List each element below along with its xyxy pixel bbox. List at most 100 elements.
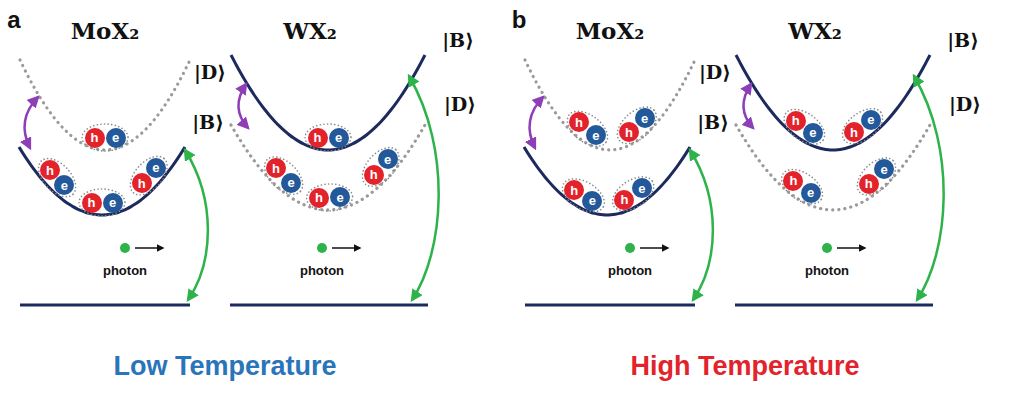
material-name: MoX₂ bbox=[576, 19, 645, 42]
exciton-outline bbox=[123, 150, 174, 202]
bright-exciton-band bbox=[524, 147, 690, 215]
electron-circle: e bbox=[146, 158, 166, 178]
photon-label: photon bbox=[608, 264, 652, 277]
electron-circle: e bbox=[582, 191, 602, 211]
conversion-arrow bbox=[743, 84, 753, 128]
particle-letter: e bbox=[335, 131, 342, 144]
particle-letter: e bbox=[880, 163, 887, 176]
particle-letter: e bbox=[641, 112, 648, 125]
particle-letter: e bbox=[288, 176, 295, 189]
photon-direction-arrow bbox=[135, 247, 163, 249]
photon-dot bbox=[120, 243, 130, 253]
particle-letter: e bbox=[592, 129, 599, 142]
particle-letter: e bbox=[807, 186, 814, 199]
photon-direction-arrow bbox=[332, 247, 360, 249]
material-name: MoX₂ bbox=[71, 19, 140, 42]
hole-circle: h bbox=[564, 180, 584, 200]
conversion-arrow bbox=[238, 84, 248, 128]
ground-state-line bbox=[525, 304, 695, 307]
hole-circle: h bbox=[859, 174, 879, 194]
dark-exciton-band bbox=[525, 60, 695, 150]
particle-letter: h bbox=[575, 116, 583, 129]
photon-direction-arrow bbox=[640, 247, 668, 249]
hole-circle: h bbox=[783, 171, 803, 191]
state-label: |B⟩ bbox=[442, 31, 474, 50]
particle-letter: e bbox=[867, 113, 874, 126]
particle-letter: e bbox=[384, 153, 391, 166]
particle-letter: e bbox=[809, 126, 816, 139]
electron-circle: e bbox=[281, 173, 301, 193]
emission-arrow bbox=[690, 150, 713, 300]
bright-exciton-band bbox=[19, 147, 185, 215]
particle-letter: h bbox=[370, 168, 378, 181]
photon-direction-arrow bbox=[837, 247, 865, 249]
particle-letter: h bbox=[865, 177, 873, 190]
exciton-outline bbox=[836, 102, 889, 151]
particle-letter: h bbox=[314, 131, 322, 144]
particle-letter: h bbox=[91, 131, 99, 144]
state-label: |D⟩ bbox=[444, 95, 476, 114]
panel-letter: a bbox=[7, 8, 20, 32]
particle-letter: e bbox=[589, 194, 596, 207]
particle-letter: h bbox=[46, 164, 54, 177]
state-label: |D⟩ bbox=[949, 95, 981, 114]
photon-label: photon bbox=[300, 264, 344, 277]
ground-state-line bbox=[20, 304, 190, 307]
particle-letter: e bbox=[336, 191, 343, 204]
hole-circle: h bbox=[844, 122, 864, 142]
particle-letter: h bbox=[315, 191, 323, 204]
dark-exciton-band bbox=[20, 60, 190, 150]
hole-circle: h bbox=[569, 112, 589, 132]
conversion-arrow bbox=[530, 97, 543, 148]
exciton-outline bbox=[775, 163, 828, 211]
state-label: |B⟩ bbox=[192, 113, 224, 132]
exciton-outline bbox=[850, 151, 902, 202]
electron-circle: e bbox=[106, 128, 126, 148]
hole-circle: h bbox=[132, 173, 152, 193]
electron-circle: e bbox=[861, 110, 881, 130]
particle-letter: h bbox=[272, 162, 280, 175]
particle-letter: h bbox=[625, 126, 633, 139]
particle-letter: h bbox=[138, 177, 146, 190]
state-label: |B⟩ bbox=[697, 113, 729, 132]
particle-letter: e bbox=[61, 179, 68, 192]
photon-dot bbox=[317, 243, 327, 253]
exciton-outline bbox=[32, 152, 83, 204]
hole-circle: h bbox=[85, 128, 105, 148]
particle-letter: e bbox=[152, 161, 159, 174]
ground-state-line bbox=[735, 304, 933, 307]
particle-letter: h bbox=[88, 196, 96, 209]
conversion-arrow bbox=[25, 97, 38, 148]
hole-circle: h bbox=[619, 122, 639, 142]
emission-arrow bbox=[409, 76, 439, 300]
emission-arrow bbox=[914, 76, 944, 300]
hole-circle: h bbox=[614, 190, 634, 210]
dark-exciton-band bbox=[736, 125, 930, 210]
photon-dot bbox=[822, 243, 832, 253]
electron-circle: e bbox=[54, 175, 74, 195]
state-label: |D⟩ bbox=[699, 63, 731, 82]
hole-circle: h bbox=[364, 165, 384, 185]
particle-letter: h bbox=[570, 184, 578, 197]
electron-circle: e bbox=[874, 159, 894, 179]
exciton-outline bbox=[82, 124, 128, 151]
exciton-outline bbox=[561, 104, 614, 153]
electron-circle: e bbox=[329, 128, 349, 148]
particle-letter: h bbox=[850, 126, 858, 139]
hole-circle: h bbox=[309, 188, 329, 208]
electron-circle: e bbox=[330, 187, 350, 207]
exciton-outline bbox=[258, 150, 310, 201]
condition-title: Low Temperature bbox=[113, 353, 336, 380]
hole-circle: h bbox=[82, 193, 102, 213]
particle-letter: h bbox=[789, 174, 797, 187]
particle-letter: h bbox=[620, 193, 628, 206]
photon-label: photon bbox=[103, 264, 147, 277]
hole-circle: h bbox=[308, 128, 328, 148]
electron-circle: e bbox=[632, 178, 652, 198]
material-name: WX₂ bbox=[788, 19, 842, 42]
electron-circle: e bbox=[378, 149, 398, 169]
state-label: |D⟩ bbox=[194, 63, 226, 82]
panel-letter: b bbox=[512, 8, 527, 32]
exciton-outline bbox=[79, 189, 125, 216]
